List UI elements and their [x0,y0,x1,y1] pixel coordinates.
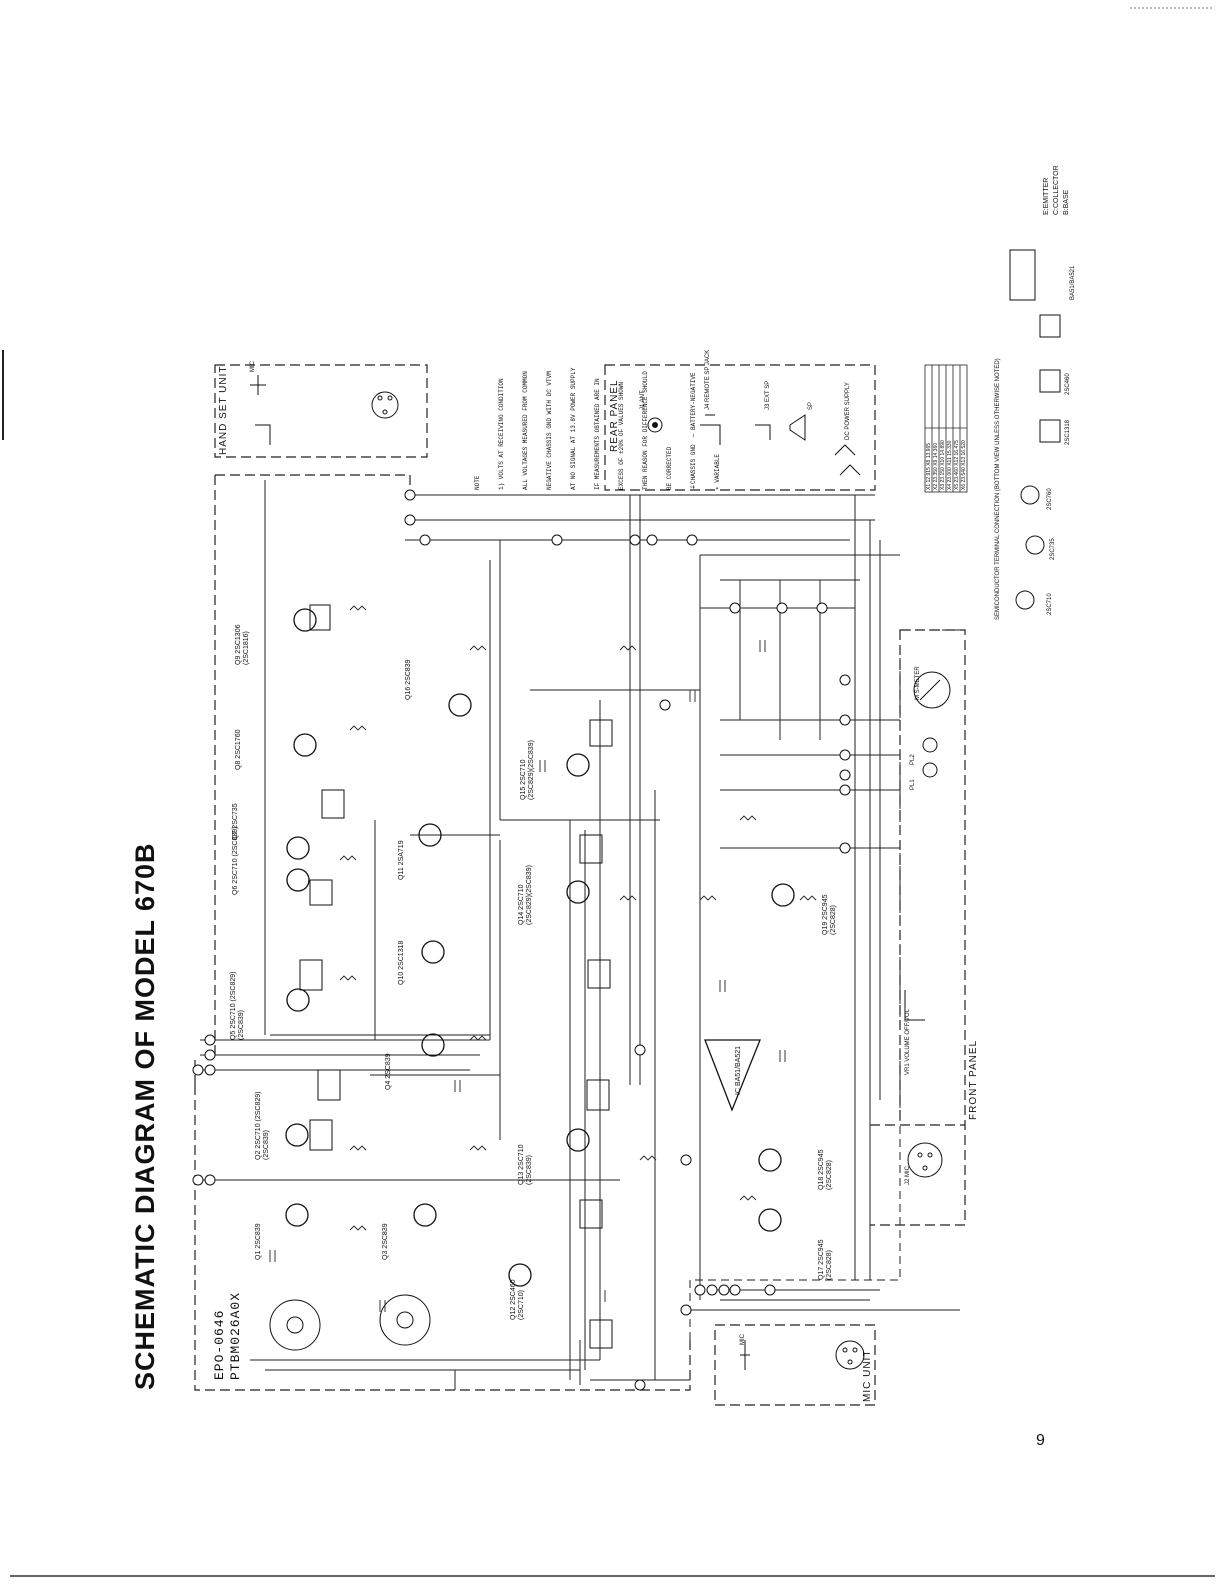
ic-symbol [704,1039,761,1112]
transistor-label: Q5 2SC710 (2SC829)(2SC839) [230,971,245,1041]
transistor-label: Q4 2SC839 [385,1053,392,1090]
channel-switches [269,1294,431,1351]
terminal-legend-base: B:BASE [1063,189,1070,215]
transistor-label: Q18 2SC945 (2SC828) [818,1149,833,1190]
note-line: AT NO SIGNAL AT 13.8V POWER SUPPLY [570,367,577,490]
note-line: ⏚CHASSIS GND — BATTERY-NEGATIVE [690,372,697,490]
pinout-label: 2SC460 [1065,373,1071,395]
s-meter-label: M S-METER [915,666,921,700]
hand-set-unit-box [214,364,428,458]
crystal-table-row: X1 12.915 X8 13.965 [926,442,932,490]
terminal-legend-emitter: E:EMITTER [1043,177,1050,215]
terminal-legend-collector: C:COLLECTOR [1053,165,1060,215]
front-panel-label: FRONT PANEL [968,1039,979,1120]
front-panel-parts [904,671,951,1178]
lamp-pl2-label: PL2 [910,754,916,765]
ground-rails [250,1340,690,1390]
diagram-title: SCHEMATIC DIAGRAM OF MODEL 670B [130,842,160,1390]
mic-unit-parts [740,1340,865,1370]
hand-set-unit-label: HAND SET UNIT [218,365,229,456]
transistor-label: Q3 2SC839 [382,1223,389,1260]
pinout-label: 2SC735 [1050,538,1056,560]
transistor-label: Q8 2SC1760 [235,729,242,771]
pinout-label: 2SC760 [1047,488,1053,510]
handset-mic-label: MIC [250,361,256,372]
note-line: ∗ VARIABLE [714,453,721,490]
pinout-drawings [1009,249,1061,610]
note-line: ALL VOLTAGES MEASURED FROM COMMON [522,371,529,490]
transistor-label: Q16 2SC839 [405,659,412,700]
mic-unit-mic-label: MIC [740,1334,746,1345]
crystal-table-row: X5 23.460 X12 16.475 [954,440,960,490]
transistor-label: Q1 2SC839 [255,1223,262,1260]
rear-panel-jacks [647,414,861,476]
connector-j2-label: J2 MIC [905,1165,911,1185]
bus-lines [200,480,960,1380]
transistor-label: Q2 2SC710 (2SC829)(2SC839) [255,1091,270,1161]
transistor-label: Q14 2SC710 (2SC829)(2SC839) [518,865,533,925]
transistor-label: Q19 2SC945 (2SC828) [822,894,837,935]
main-board-outline-top [214,474,411,1060]
semiconductor-note: SEMICONDUCTOR TERMINAL CONNECTION (BOTTO… [995,358,1001,620]
main-board-outline [194,1060,691,1391]
crystal-table-row: X3 23.150 X10 14.890 [940,440,946,490]
transistor-label: Q17 2SC945 (2SC828) [818,1239,833,1280]
volume-control-label: VR1 VOLUME OFF/VOL [905,1008,911,1075]
note-line: NOTE [474,475,481,490]
terminal-points [192,489,851,1391]
note-line: EXCESS OF ±20% OF VALUES SHOWN [618,381,625,490]
transistor-label: Q13 2SC710 (2SC839) [518,1144,533,1185]
crystal-table [924,364,968,493]
transistor-label: Q7 2SC735 [232,803,239,840]
note-line: NEGATIVE CHASSIS GND WITH DC VTVM [546,371,553,490]
coil-blocks [299,604,613,1349]
transistor-label: Q10 2SC1318 [398,940,405,985]
component-marks [269,605,817,1312]
front-panel-box [870,629,966,1226]
crystal-table-row: X2 23.350 X9 14.360 [933,442,939,490]
mic-unit-box [714,1324,876,1406]
board-label-ptbm: PTBM026A0X [228,1291,243,1380]
connector-j3-label: J3 EXT SP [765,380,771,410]
mic-unit-label: MIC UNIT [862,1349,873,1402]
crystal-table-row: X4 23.000 X11 15.330 [947,440,953,490]
connector-j1-label: J1 ANT [640,390,646,410]
note-line: THEN REASON FOR DIFFERENCE SHOULD [642,371,649,490]
lamp-pl1-label: PL1 [910,779,916,790]
transistor-label: Q11 2SA719 [398,840,405,880]
note-line: IF MEASUREMENTS OBTAINED ARE IN [594,378,601,490]
board-label-epo: EPO-0646 [212,1309,227,1380]
ic-label: IC BA51/BA521 [735,1045,742,1095]
speaker-label: SP [808,401,814,410]
measurement-note: NOTE 1) VOLTS AT RECEIVING CONDITION ALL… [458,368,738,490]
pinout-label: 2SC1318 [1065,419,1071,445]
transistor-label: Q15 2SC710 (2SC829)(2SC839) [520,740,535,800]
transistor-label: Q9 2SC1306 (2SC1816) [235,624,250,666]
page-number: 9 [1036,1432,1045,1449]
pinout-label: BA51/BA521 [1070,265,1076,300]
connector-j4-label: J4 REMOTE SP JACK [705,349,711,410]
transistor-label: Q12 2SC460 (2SC710) [510,1279,525,1320]
crystal-table-row: X6 23.540 X13 16.520 [961,440,967,490]
note-line: 1) VOLTS AT RECEIVING CONDITION [498,378,505,490]
rear-panel-box [604,364,876,491]
dc-supply-label: DC POWER SUPPLY [845,382,851,440]
pinout-label: 2SC710 [1047,593,1053,615]
note-line: BE CORRECTED [666,446,673,490]
transistor-symbols [285,608,795,1287]
handset-parts [250,375,399,445]
